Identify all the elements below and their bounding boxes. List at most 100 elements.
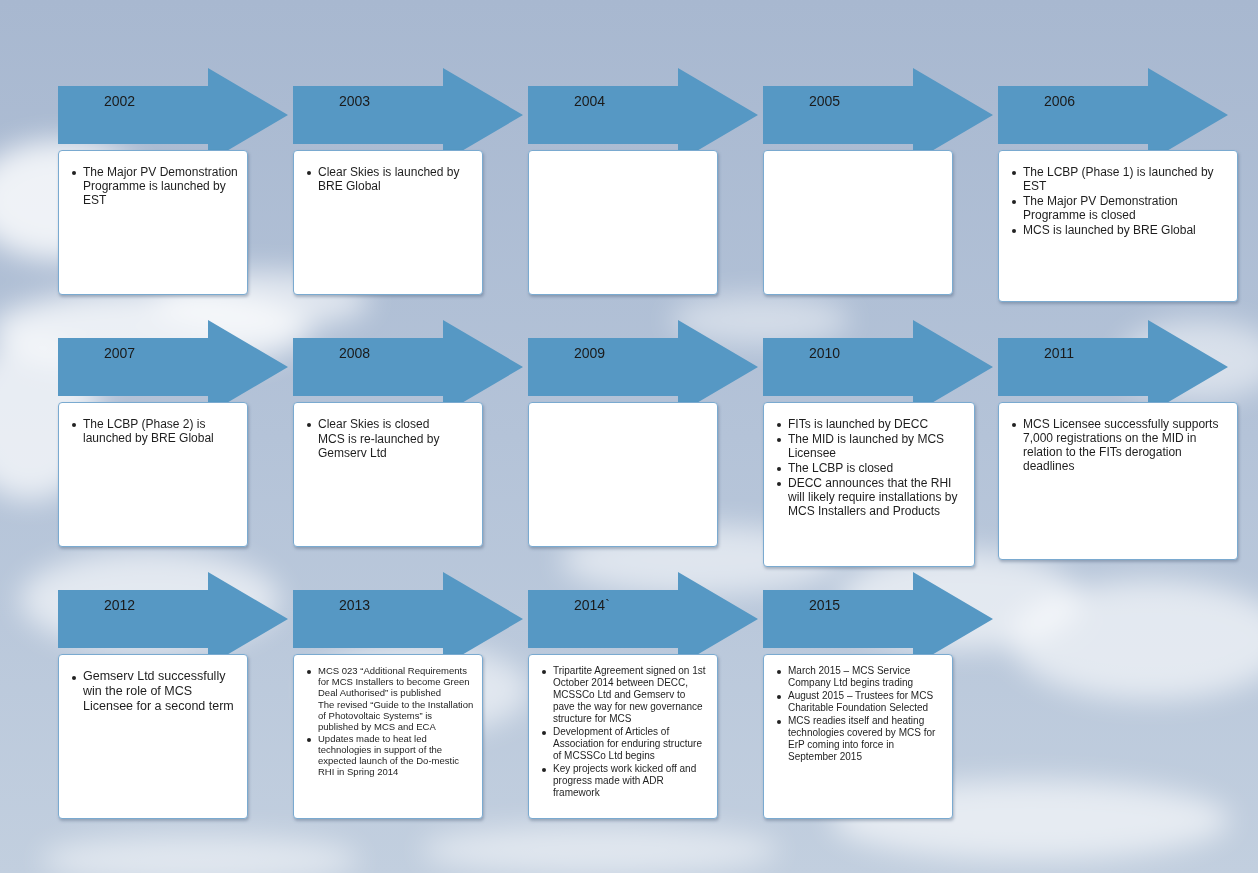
bullet-dot [1012,200,1016,204]
year-label: 2003 [339,93,370,109]
arrow-fill [293,320,523,414]
bullet-dot [1012,171,1016,175]
year-label: 2004 [574,93,605,109]
arrow-fill [58,320,288,414]
event-text: March 2015 – MCS Service Company Ltd beg… [788,665,944,689]
year-node: 2003Clear Skies is launched by BRE Globa… [293,68,525,295]
event-text: Gemserv Ltd successfully win the role of… [83,669,239,714]
year-node: 2013MCS 023 “Additional Requirements for… [293,572,525,819]
event-text: The MID is launched by MCS Licensee [788,432,966,460]
event-item: August 2015 – Trustees for MCS Charitabl… [774,690,944,714]
year-node: 2002The Major PV Demonstration Programme… [58,68,290,295]
event-text: Updates made to heat led technologies in… [318,733,474,777]
event-box: Gemserv Ltd successfully win the role of… [58,654,248,819]
bullet-dot [72,676,76,680]
event-text: Key projects work kicked off and progres… [553,763,709,799]
year-label: 2005 [809,93,840,109]
event-box: The LCBP (Phase 1) is launched by ESTThe… [998,150,1238,302]
event-item: March 2015 – MCS Service Company Ltd beg… [774,665,944,689]
event-text: The LCBP (Phase 2) is launched by BRE Gl… [83,417,239,445]
bullet-dot [777,482,781,486]
event-item: The Major PV Demonstration Programme is … [1009,194,1229,222]
event-box [528,150,718,295]
event-item: The MID is launched by MCS Licensee [774,432,966,460]
year-label: 2011 [1044,345,1074,361]
arrow-fill [293,68,523,162]
event-text: MCS 023 “Additional Requirements for MCS… [318,665,474,698]
event-item: FITs is launched by DECC [774,417,966,431]
event-text: DECC announces that the RHI will likely … [788,476,966,518]
bullet-dot [777,467,781,471]
arrow-fill [998,68,1228,162]
event-text: Tripartite Agreement signed on 1st Octob… [553,665,709,725]
event-text: The revised “Guide to the Installation o… [318,699,474,732]
event-item: The LCBP (Phase 2) is launched by BRE Gl… [69,417,239,445]
event-box: MCS 023 “Additional Requirements for MCS… [293,654,483,819]
event-box: MCS Licensee successfully supports 7,000… [998,402,1238,560]
event-text: The Major PV Demonstration Programme is … [1023,194,1229,222]
event-text: Clear Skies is launched by BRE Global [318,165,474,193]
arrow-fill [528,320,758,414]
year-node: 2006The LCBP (Phase 1) is launched by ES… [998,68,1230,302]
bullet-dot [1012,423,1016,427]
bullet-dot [307,171,311,175]
year-label: 2007 [104,345,135,361]
event-text: August 2015 – Trustees for MCS Charitabl… [788,690,944,714]
event-box [763,150,953,295]
bullet-dot [72,423,76,427]
event-text: The LCBP (Phase 1) is launched by EST [1023,165,1229,193]
event-item: The Major PV Demonstration Programme is … [69,165,239,207]
event-box: FITs is launched by DECCThe MID is launc… [763,402,975,567]
year-label: 2009 [574,345,605,361]
event-item: Clear Skies is closed [304,417,474,431]
year-label: 2015 [809,597,840,613]
year-label: 2012 [104,597,135,613]
bullet-dot [777,720,781,724]
event-text: Clear Skies is closed [318,417,474,431]
event-item: MCS is re-launched by Gemserv Ltd [304,432,474,460]
event-text: MCS is re-launched by Gemserv Ltd [318,432,474,460]
event-text: The LCBP is closed [788,461,966,475]
event-item: Tripartite Agreement signed on 1st Octob… [539,665,709,725]
year-node: 2012Gemserv Ltd successfully win the rol… [58,572,290,819]
event-box [528,402,718,547]
event-item: The LCBP (Phase 1) is launched by EST [1009,165,1229,193]
event-text: FITs is launched by DECC [788,417,966,431]
year-label: 2013 [339,597,370,613]
arrow-fill [763,572,993,666]
event-box: Clear Skies is closedMCS is re-launched … [293,402,483,547]
event-item: DECC announces that the RHI will likely … [774,476,966,518]
event-text: MCS readies itself and heating technolog… [788,715,944,763]
event-item: MCS readies itself and heating technolog… [774,715,944,763]
year-label: 2006 [1044,93,1075,109]
event-box: The Major PV Demonstration Programme is … [58,150,248,295]
bullet-dot [72,171,76,175]
event-box: Clear Skies is launched by BRE Global [293,150,483,295]
event-item: Gemserv Ltd successfully win the role of… [69,669,239,714]
bullet-dot [307,423,311,427]
event-item: Clear Skies is launched by BRE Global [304,165,474,193]
arrow-fill [528,68,758,162]
bullet-dot [542,731,546,735]
event-item: The LCBP is closed [774,461,966,475]
year-node: 2008Clear Skies is closedMCS is re-launc… [293,320,525,547]
bullet-dot [777,423,781,427]
year-label: 2014` [574,597,610,613]
bullet-dot [777,695,781,699]
year-node: 2010FITs is launched by DECCThe MID is l… [763,320,995,567]
event-item: MCS Licensee successfully supports 7,000… [1009,417,1229,473]
arrow-fill [293,572,523,666]
year-node: 2004 [528,68,760,295]
bullet-dot [1012,229,1016,233]
year-node: 2011MCS Licensee successfully supports 7… [998,320,1230,560]
event-item: Development of Articles of Association f… [539,726,709,762]
bullet-dot [307,738,311,742]
arrow-fill [763,68,993,162]
arrow-fill [58,572,288,666]
event-text: The Major PV Demonstration Programme is … [83,165,239,207]
event-item: MCS 023 “Additional Requirements for MCS… [304,665,474,698]
event-text: Development of Articles of Association f… [553,726,709,762]
event-box: The LCBP (Phase 2) is launched by BRE Gl… [58,402,248,547]
year-label: 2008 [339,345,370,361]
year-node: 2015March 2015 – MCS Service Company Ltd… [763,572,995,819]
